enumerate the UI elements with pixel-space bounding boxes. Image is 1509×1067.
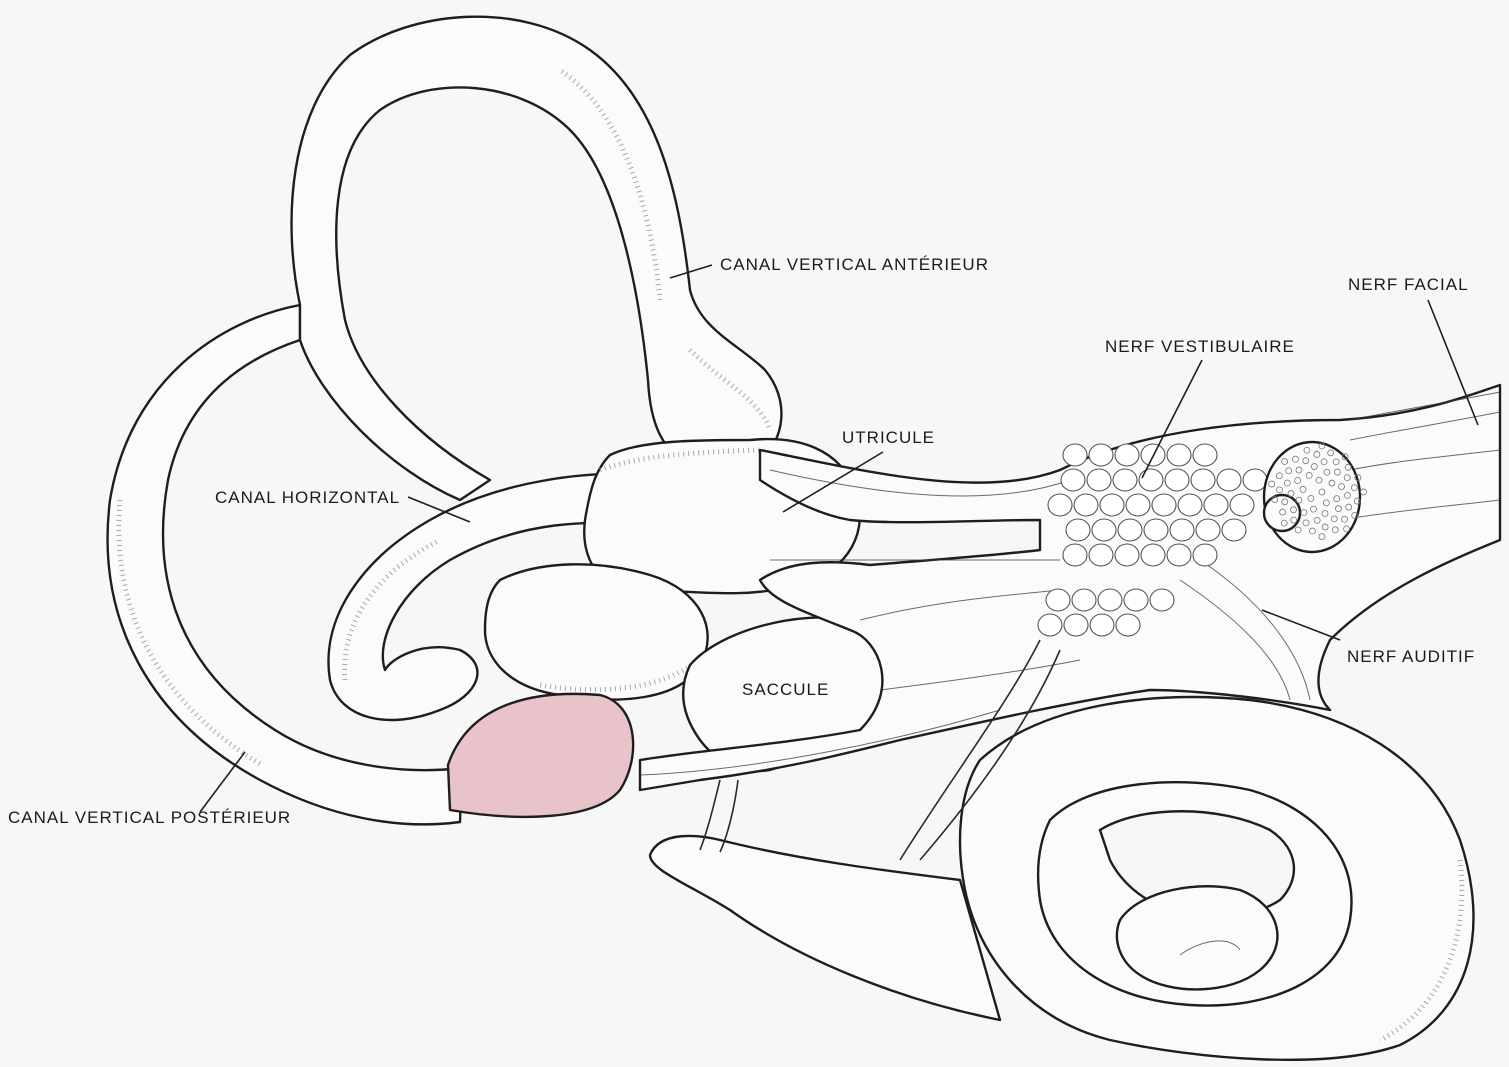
label-canal-vertical-anterieur: CANAL VERTICAL ANTÉRIEUR <box>720 255 989 274</box>
ganglion-cell <box>1116 614 1140 636</box>
ganglion-cell <box>1115 444 1139 466</box>
anterior-canal <box>292 17 782 500</box>
ganglion-cell <box>1139 469 1163 491</box>
ganglion-cell <box>1072 589 1096 611</box>
ganglion-cell <box>1087 469 1111 491</box>
ganglion-cell <box>1048 494 1072 516</box>
ganglion-cell <box>1144 519 1168 541</box>
ganglion-cell <box>1092 519 1116 541</box>
label-utricule: UTRICULE <box>842 428 935 447</box>
ganglion-cell <box>1074 494 1098 516</box>
ganglion-cell <box>1141 544 1165 566</box>
ganglion-cell <box>1167 444 1191 466</box>
label-saccule: SACCULE <box>742 680 829 699</box>
ganglion-cell <box>1170 519 1194 541</box>
leader-canal-vertical-posterieur <box>200 752 245 812</box>
ganglion-cell <box>1124 589 1148 611</box>
ganglion-cell <box>1204 494 1228 516</box>
ganglion-cell <box>1100 494 1124 516</box>
label-canal-vertical-posterieur: CANAL VERTICAL POSTÉRIEUR <box>8 808 291 827</box>
ganglion-cell <box>1165 469 1189 491</box>
ganglion-cell <box>1191 469 1215 491</box>
ganglion-cell <box>1089 544 1113 566</box>
ganglion-cell <box>1118 519 1142 541</box>
ganglion-cell <box>1152 494 1176 516</box>
ganglion-cell <box>1063 544 1087 566</box>
endolymphatic-sac <box>650 780 1000 1020</box>
ganglion-cell <box>1150 589 1174 611</box>
ganglion-cell <box>1167 544 1191 566</box>
label-nerf-auditif: NERF AUDITIF <box>1347 647 1475 666</box>
posterior-ampulla <box>448 694 633 817</box>
label-canal-horizontal: CANAL HORIZONTAL <box>215 488 400 507</box>
ganglion-cell <box>1126 494 1150 516</box>
ganglion-cell <box>1038 614 1062 636</box>
ganglion-cell <box>1243 469 1267 491</box>
ganglion-cell <box>1115 544 1139 566</box>
ganglion-cell <box>1196 519 1220 541</box>
ganglion-cell <box>1046 589 1070 611</box>
ganglion-cell <box>1113 469 1137 491</box>
ganglion-cell <box>1193 544 1217 566</box>
ganglion-cell <box>1064 614 1088 636</box>
ganglion-cell <box>1090 614 1114 636</box>
ganglion-cell <box>1230 494 1254 516</box>
ganglion-cell <box>1217 469 1241 491</box>
ganglion-cell <box>1063 444 1087 466</box>
cochlea <box>960 697 1474 1060</box>
ganglion-cell <box>1222 519 1246 541</box>
ganglion-cell <box>1098 589 1122 611</box>
ganglion-cell <box>1066 519 1090 541</box>
label-nerf-facial: NERF FACIAL <box>1348 275 1469 294</box>
label-nerf-vestibulaire: NERF VESTIBULAIRE <box>1105 337 1295 356</box>
ganglion-cell <box>1089 444 1113 466</box>
ganglion-cell <box>1193 444 1217 466</box>
ganglion-cell <box>1061 469 1085 491</box>
ganglion-cell <box>1178 494 1202 516</box>
